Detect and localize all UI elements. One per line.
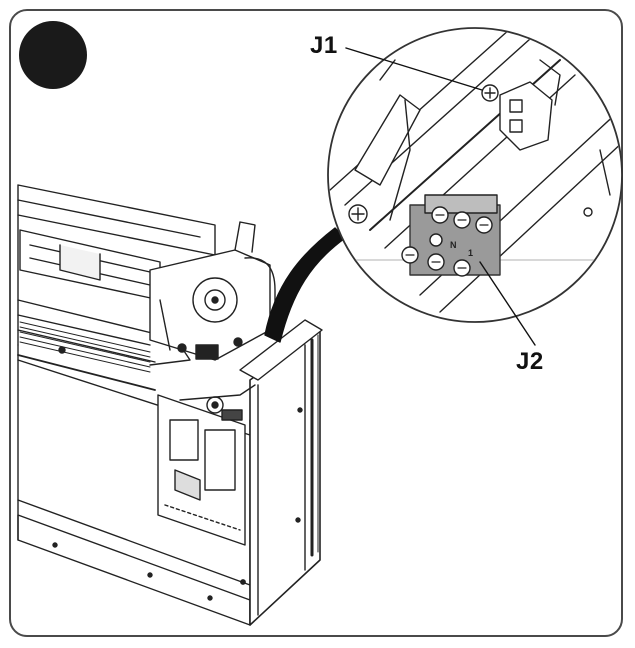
terminal-mark-l: 1 bbox=[468, 248, 473, 258]
j1-ground-bracket bbox=[481, 59, 561, 151]
fan-motor bbox=[149, 221, 276, 366]
heat-exchanger bbox=[17, 184, 216, 391]
terminal-mark-n: N bbox=[450, 240, 457, 250]
callout-j1: J1 bbox=[310, 32, 338, 59]
j2-leader-line bbox=[479, 261, 536, 346]
callout-j2: J2 bbox=[516, 348, 544, 375]
j1-leader-line bbox=[345, 47, 483, 91]
j2-terminal-block: N 1 bbox=[401, 194, 501, 277]
detail-magnifier: N 1 bbox=[327, 27, 623, 323]
control-box bbox=[157, 384, 256, 546]
unit-cabinet bbox=[17, 319, 323, 626]
step-badge bbox=[19, 21, 87, 89]
